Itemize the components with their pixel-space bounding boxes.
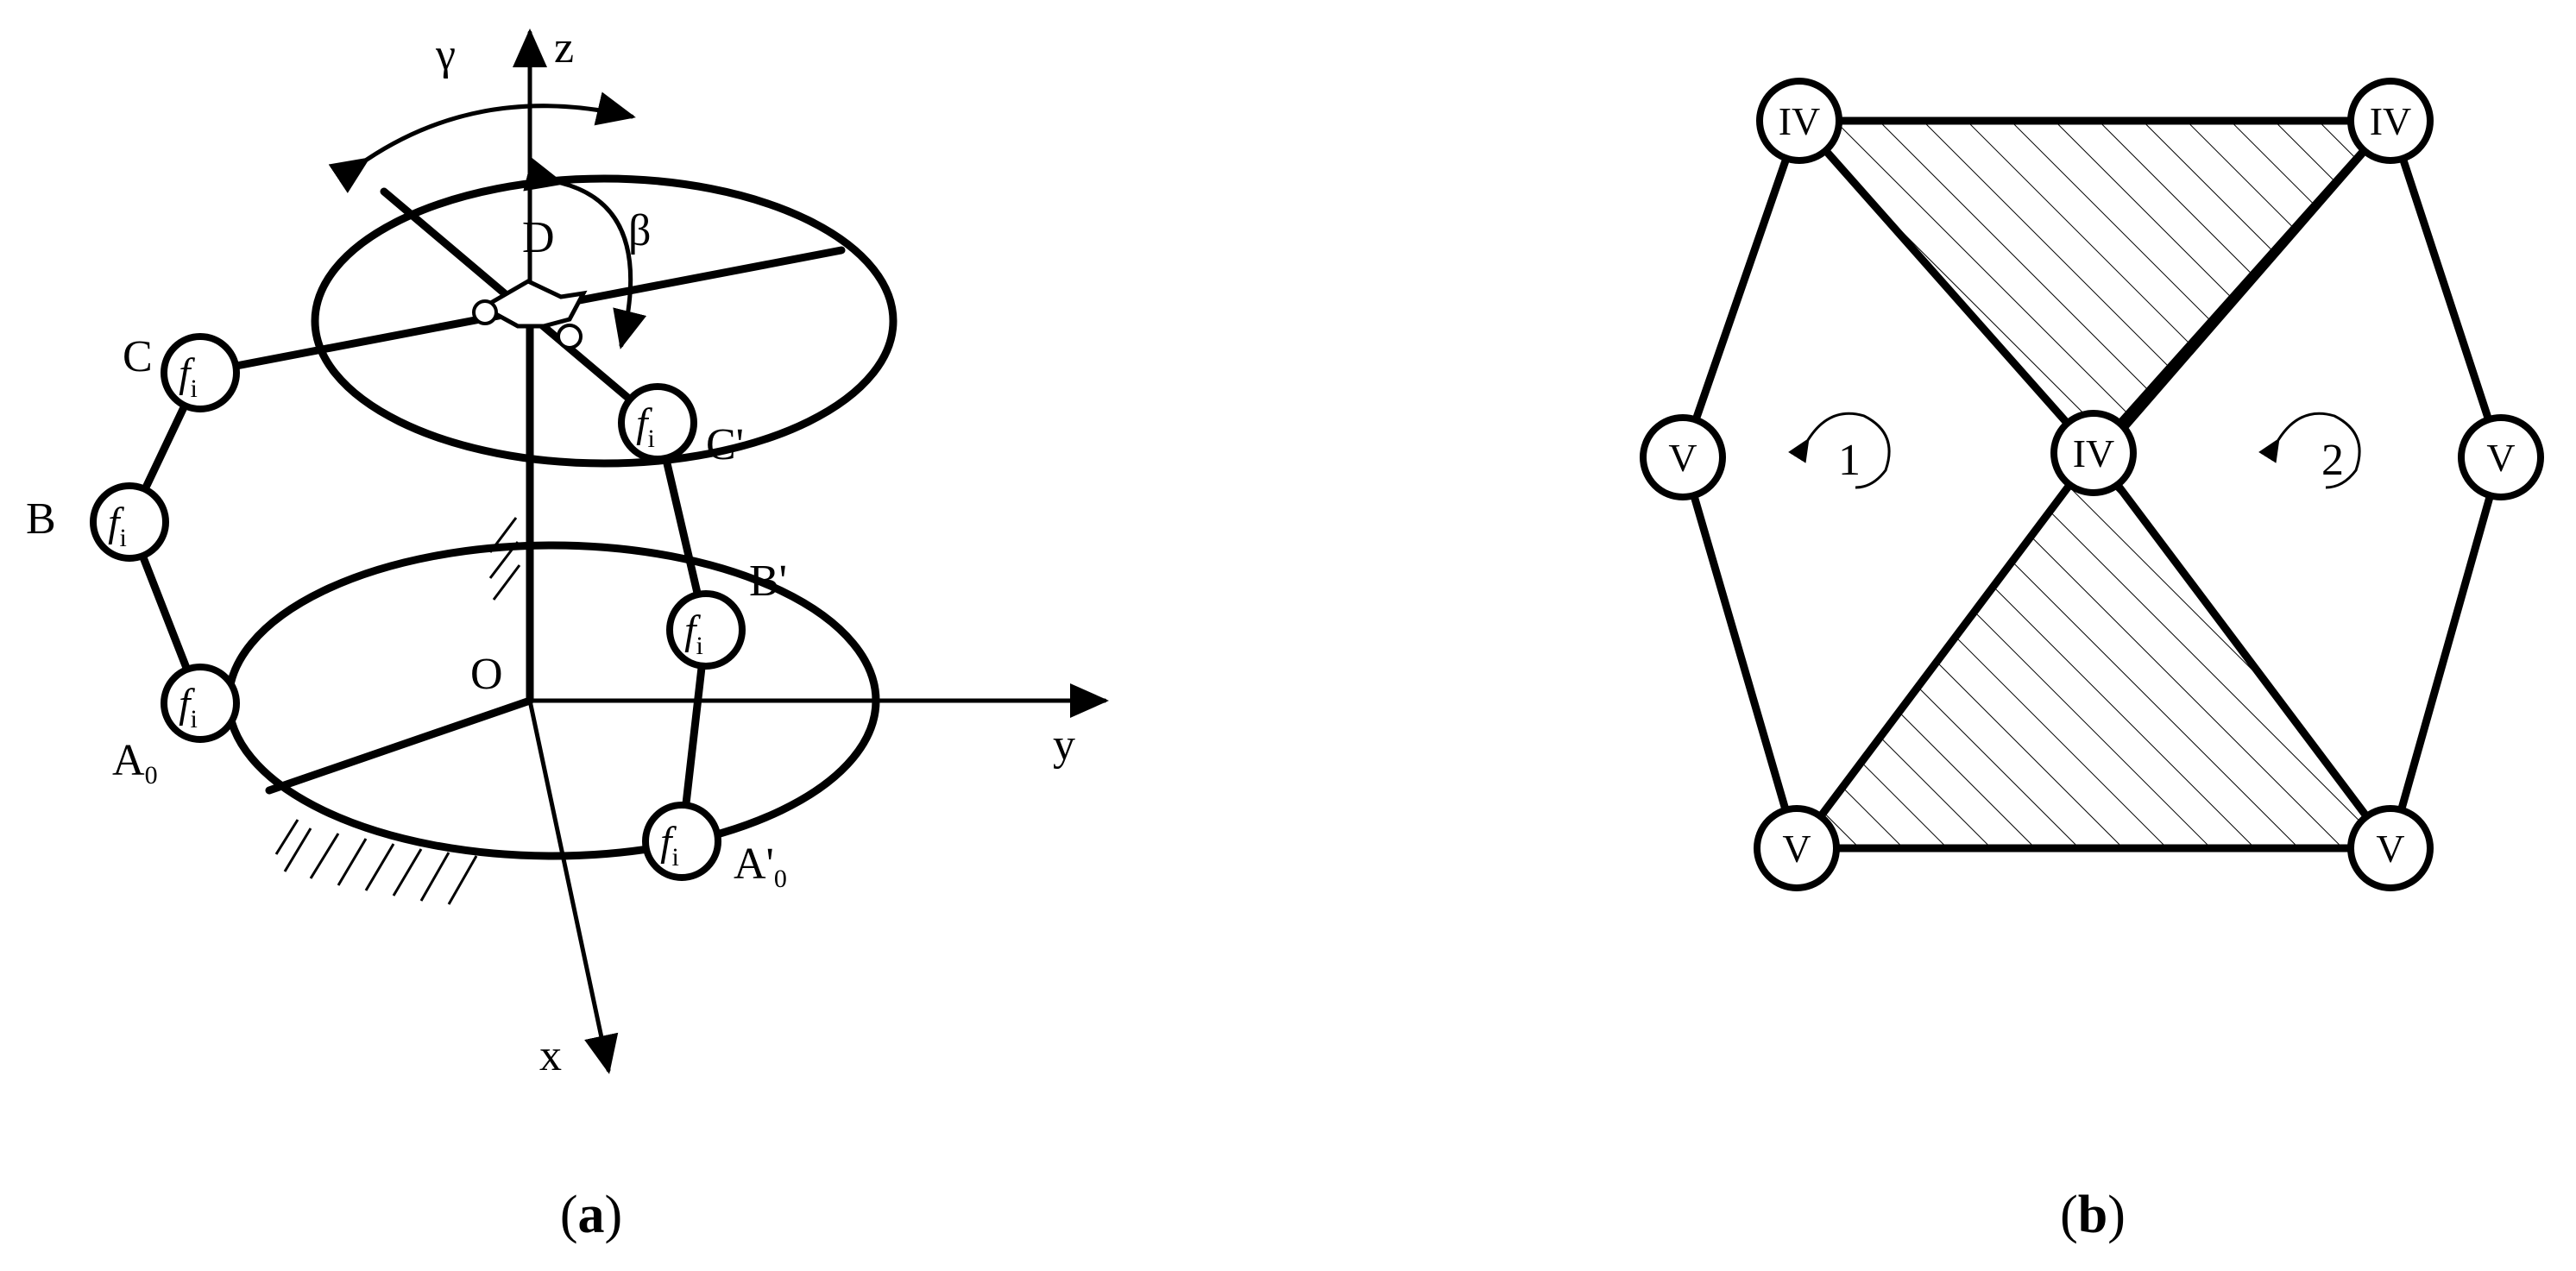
joint-b: fi — [90, 482, 169, 562]
loop-label-1: 1 — [1838, 436, 1861, 485]
graph-diagram: 1 2 IV IV IV V V V V — [1640, 78, 2544, 1244]
caption-a: (a) — [560, 1186, 622, 1244]
base-radius — [265, 696, 534, 795]
label-y: y — [1053, 720, 1075, 770]
svg-text:V: V — [1782, 827, 1811, 871]
label-a0: A0 — [112, 736, 158, 790]
node-center: IV — [2050, 410, 2137, 496]
label-b: B — [26, 494, 56, 544]
node-bottom-left: V — [1754, 805, 1840, 891]
label-beta: β — [628, 206, 651, 255]
svg-text:IV: IV — [2370, 99, 2412, 143]
node-bottom-right: V — [2347, 805, 2434, 891]
gamma-arrow — [328, 91, 636, 193]
label-b-prime: B' — [749, 557, 787, 606]
joint-c: fi — [161, 333, 240, 412]
loop-label-2: 2 — [2321, 436, 2344, 485]
label-c-prime: C' — [706, 420, 744, 469]
svg-text:V: V — [2376, 827, 2404, 871]
label-c: C — [123, 332, 153, 381]
label-x: x — [539, 1031, 562, 1080]
caption-b: (b) — [2060, 1186, 2126, 1244]
x-axis — [527, 698, 619, 1074]
joint-c-prime: fi — [618, 383, 697, 462]
label-gamma: γ — [435, 30, 456, 79]
mechanism-diagram: fi fi fi fi fi fi z γ β D C C' B B' O — [26, 23, 1109, 1244]
ground-hatching — [274, 517, 521, 905]
label-z: z — [554, 23, 574, 72]
label-d: D — [522, 213, 555, 262]
node-right: V — [2458, 414, 2544, 500]
label-a0-prime: A'0 — [734, 840, 787, 893]
loop-arrow-2 — [2258, 412, 2361, 489]
node-top-right: IV — [2347, 78, 2434, 164]
svg-text:V: V — [2486, 436, 2515, 480]
svg-text:IV: IV — [1779, 99, 1821, 143]
joint-a0: fi — [161, 664, 240, 743]
svg-text:V: V — [1668, 436, 1697, 480]
hatched-region-top — [1799, 121, 2390, 453]
joint-b-prime: fi — [666, 590, 746, 670]
node-left: V — [1640, 414, 1726, 500]
svg-text:IV: IV — [2073, 431, 2115, 475]
beta-arrow — [523, 157, 647, 349]
platform-ellipse — [311, 174, 898, 468]
hatched-region-bottom — [1797, 453, 2390, 848]
label-o: O — [470, 650, 503, 699]
loop-arrow-1 — [1788, 412, 1891, 489]
joint-a0-prime: fi — [642, 802, 721, 881]
node-top-left: IV — [1756, 78, 1842, 164]
graph-edges — [1678, 116, 2505, 853]
